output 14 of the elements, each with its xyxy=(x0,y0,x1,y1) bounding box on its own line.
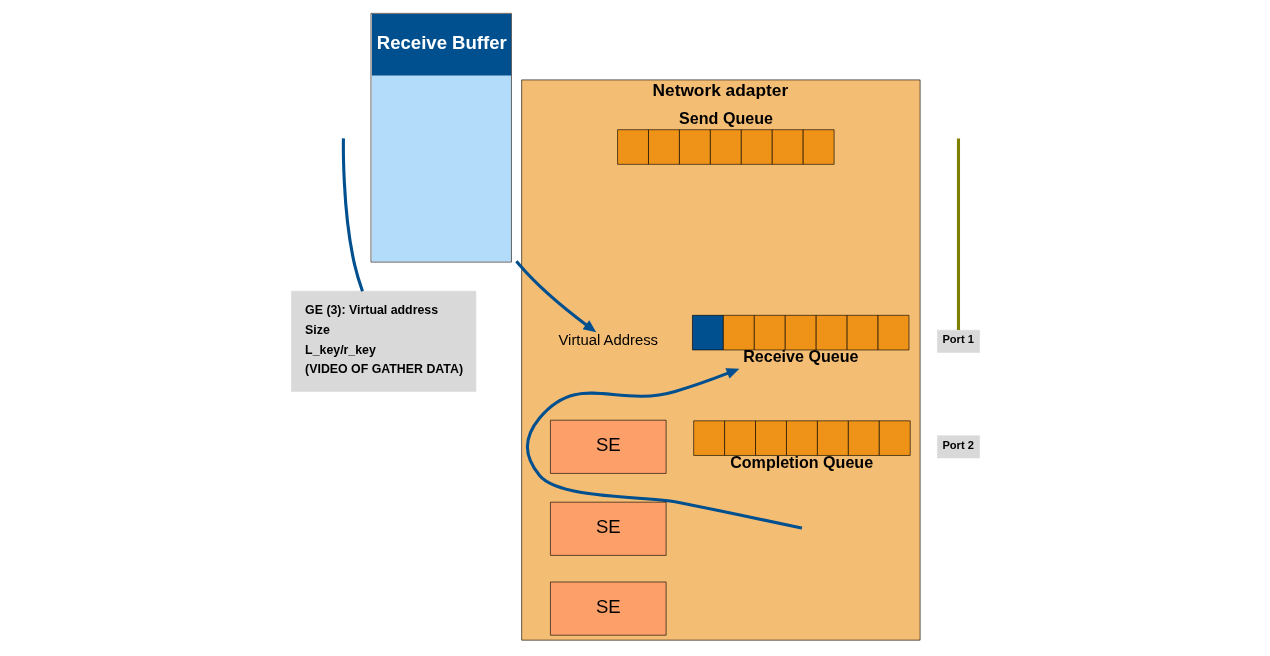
node-box: SE xyxy=(549,581,666,636)
node-label: Completion Queue xyxy=(729,452,873,471)
connector xyxy=(341,138,364,292)
node-text: Virtual Address xyxy=(557,332,658,349)
node-box: SE xyxy=(549,501,666,556)
node-label: Send Queue xyxy=(678,109,773,127)
node-box: GE (3): Virtual address Size L_key/r_key (VIDEO OF GATHER DATA) xyxy=(290,290,476,392)
arrow xyxy=(525,368,802,530)
node-box: SE xyxy=(549,419,666,474)
node-box: Port 2 xyxy=(936,435,980,459)
node-label: Receive Queue xyxy=(742,347,858,366)
arrow xyxy=(514,260,596,333)
node-box: Port 1 xyxy=(936,329,980,353)
connector xyxy=(956,138,960,330)
